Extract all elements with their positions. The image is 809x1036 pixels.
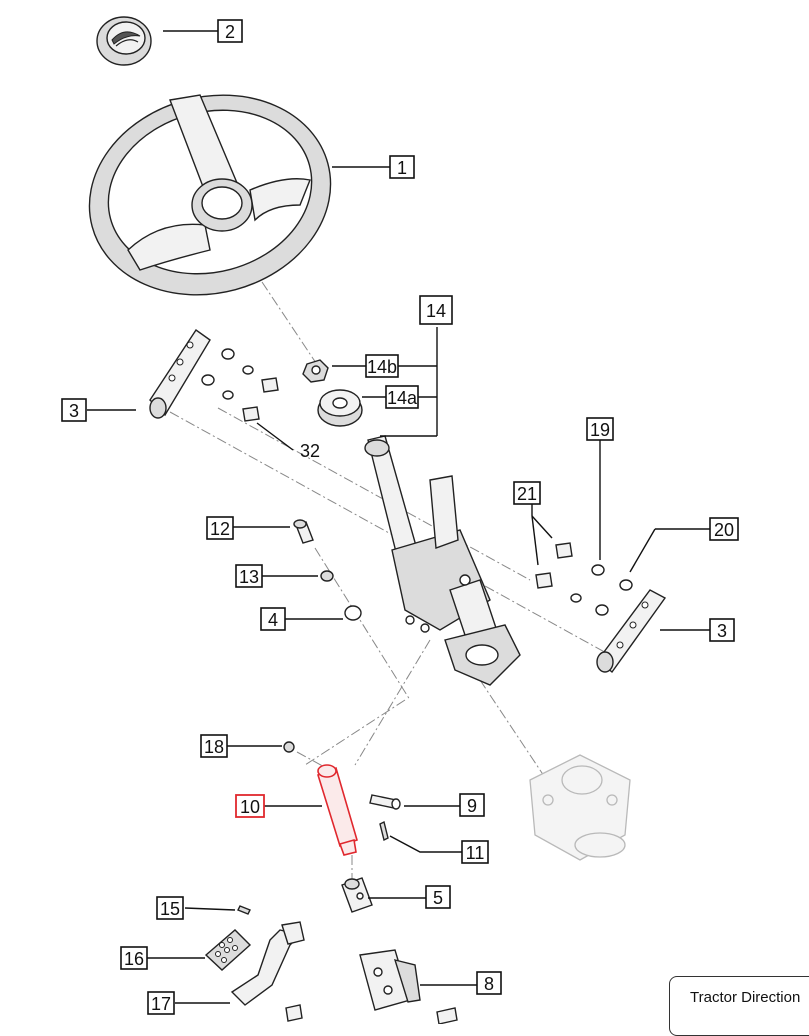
svg-text:13: 13 [239, 567, 259, 587]
callout-3-left: 3 [61, 398, 87, 422]
tractor-direction-note: Tractor Direction [669, 976, 809, 1036]
svg-text:11: 11 [466, 843, 485, 863]
left-washers-bolts [201, 348, 279, 422]
callout-21: 21 [513, 481, 541, 505]
bottom-bolt-right [436, 1007, 458, 1024]
callout-5: 5 [425, 885, 451, 909]
steering-unit-ghost [529, 754, 631, 861]
svg-text:19: 19 [590, 420, 610, 440]
right-washers-bolts [535, 542, 633, 616]
callout-2: 2 [217, 19, 243, 43]
callout-16: 16 [120, 946, 148, 970]
pedal-pad-16 [204, 929, 252, 971]
hub-cap [96, 16, 152, 66]
svg-text:32: 32 [300, 441, 320, 461]
svg-text:15: 15 [160, 899, 180, 919]
column-bushing [317, 389, 363, 427]
callout-11: 11 [461, 840, 489, 864]
washer-13 [320, 570, 334, 582]
svg-text:3: 3 [717, 621, 727, 641]
svg-text:2: 2 [225, 22, 235, 42]
svg-text:14a: 14a [387, 388, 418, 408]
spring-pin-11 [379, 820, 389, 842]
steering-column [364, 435, 521, 686]
bottom-bolt-left [285, 1004, 303, 1022]
callout-14b: 14b [365, 354, 399, 378]
callout-1: 1 [389, 155, 415, 179]
svg-text:14b: 14b [367, 357, 397, 377]
steering-wheel [88, 94, 332, 296]
svg-text:1: 1 [397, 158, 407, 178]
callout-14a: 14a [385, 385, 419, 409]
washer-18 [283, 741, 295, 753]
svg-text:16: 16 [124, 949, 144, 969]
callout-13: 13 [235, 564, 263, 588]
callout-18: 18 [200, 734, 228, 758]
pin-15 [237, 905, 251, 915]
bolt-12 [293, 519, 314, 544]
phantom-lines [169, 281, 611, 880]
callout-12: 12 [206, 516, 234, 540]
svg-text:18: 18 [204, 737, 224, 757]
pedal-bracket-8 [359, 949, 421, 1011]
callout-8: 8 [476, 971, 502, 995]
svg-text:4: 4 [268, 610, 278, 630]
left-bracket [149, 329, 211, 419]
right-bracket [596, 589, 667, 674]
callout-15: 15 [156, 896, 184, 920]
pin-9 [369, 794, 401, 810]
svg-text:12: 12 [210, 519, 230, 539]
svg-text:5: 5 [433, 888, 443, 908]
svg-text:10: 10 [240, 797, 260, 817]
washer-4 [344, 605, 362, 621]
leader-lines [87, 30, 710, 1004]
callout-32: 32 [300, 441, 320, 461]
svg-text:21: 21 [517, 484, 537, 504]
yoke-5 [341, 877, 373, 913]
svg-text:9: 9 [467, 796, 477, 816]
svg-text:8: 8 [484, 974, 494, 994]
callout-4: 4 [260, 607, 286, 631]
callout-20: 20 [709, 517, 739, 541]
callout-17: 17 [147, 991, 175, 1015]
svg-text:3: 3 [69, 401, 79, 421]
callout-14: 14 [419, 295, 453, 325]
pedal-17 [230, 921, 305, 1006]
callout-19: 19 [586, 417, 614, 441]
svg-text:14: 14 [426, 301, 446, 321]
column-nut [302, 359, 329, 383]
callout-9: 9 [459, 793, 485, 817]
callout-3-right: 3 [709, 618, 735, 642]
tractor-direction-label: Tractor Direction [690, 989, 801, 1006]
callout-10: 10 [235, 794, 265, 818]
shaft-10 [317, 764, 358, 856]
svg-text:20: 20 [714, 520, 734, 540]
svg-text:17: 17 [151, 994, 171, 1014]
